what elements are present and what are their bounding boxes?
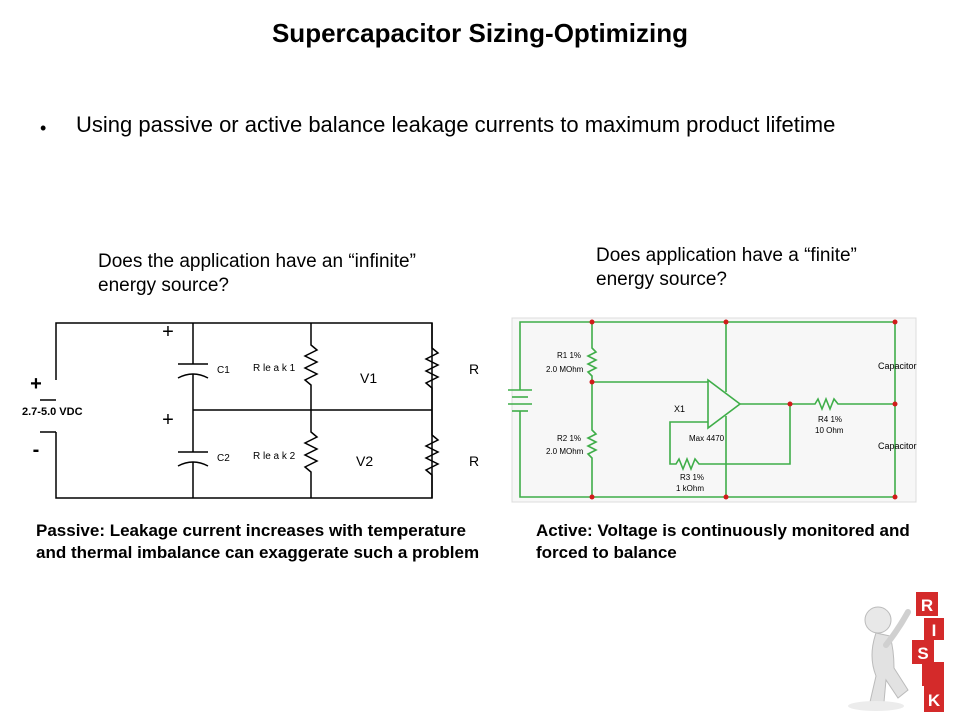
- r-top-label: R: [469, 361, 479, 377]
- c1-plus-label: +: [162, 321, 174, 343]
- v2-label: V2: [356, 453, 373, 469]
- risk-letter-r: R: [921, 596, 933, 615]
- capacitor-top-label: Capacitor: [878, 361, 917, 371]
- risk-letter-s: S: [917, 644, 928, 663]
- rleak2-label: R le a k 2: [253, 451, 296, 462]
- risk-letter-i: I: [932, 621, 937, 640]
- active-caption: Active: Voltage is continuously monitore…: [536, 521, 910, 562]
- question-infinite-source: Does the application have an “infinite” …: [98, 251, 416, 296]
- rleak1-label: R le a k 1: [253, 363, 296, 374]
- risk-figure-illustration: R I S K: [848, 592, 944, 712]
- r2-label: R2 1%: [557, 434, 581, 443]
- r3-label: R3 1%: [680, 473, 704, 482]
- c2-label: C2: [217, 453, 230, 464]
- v1-label: V1: [360, 370, 377, 386]
- r1-label: R1 1%: [557, 351, 581, 360]
- c2-plus-label: +: [162, 409, 174, 431]
- question-finite-source: Does application have a “finite” energy …: [596, 245, 857, 290]
- c1-label: C1: [217, 365, 230, 376]
- r4-value: 10 Ohm: [815, 426, 844, 435]
- risk-letter-blocks: R I S K: [912, 592, 944, 712]
- r-bottom-label: R: [469, 453, 479, 469]
- risk-letter-k: K: [928, 691, 941, 710]
- plus-terminal-label: +: [30, 373, 42, 395]
- r2-value: 2.0 MOhm: [546, 447, 584, 456]
- supply-voltage-label: 2.7-5.0 VDC: [22, 406, 83, 418]
- r1-value: 2.0 MOhm: [546, 365, 584, 374]
- r3-value: 1 kOhm: [676, 484, 704, 493]
- capacitor-bottom-label: Capacitor: [878, 441, 917, 451]
- x1-label: X1: [674, 404, 685, 414]
- slide-title: Supercapacitor Sizing-Optimizing: [271, 18, 689, 48]
- opamp-label: Max 4470: [689, 434, 725, 443]
- r4-label: R4 1%: [818, 415, 842, 424]
- bullet-text: Using passive or active balance leakage …: [76, 112, 836, 137]
- stick-figure: [848, 606, 911, 711]
- passive-caption: Passive: Leakage current increases with …: [36, 521, 480, 562]
- bullet-marker: •: [40, 118, 47, 138]
- minus-terminal-label: -: [33, 439, 40, 461]
